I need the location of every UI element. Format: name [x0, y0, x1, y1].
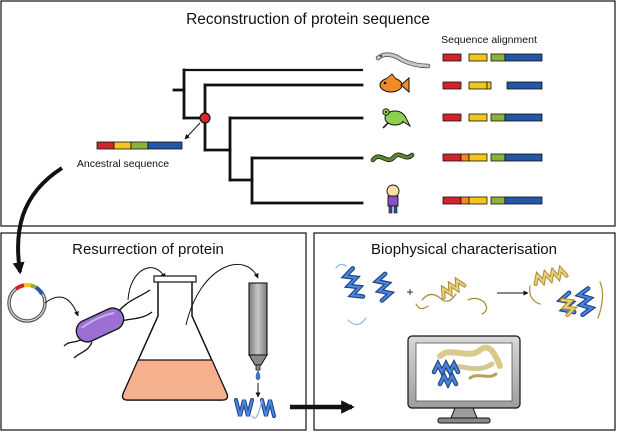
- blue-protein-icon: [335, 263, 396, 326]
- bottom-left-frame: [0, 232, 307, 431]
- simulation-structure-icon: [431, 344, 503, 390]
- plus-sign: +: [406, 285, 413, 299]
- top-panel-frame: [0, 0, 616, 227]
- flow-arrow-to-resurrection: [12, 166, 64, 275]
- bottom-right-panel: Biophysical characterisation +: [313, 232, 616, 431]
- arrow-flask-to-column: [185, 263, 259, 326]
- alignment-row-3: [442, 113, 543, 122]
- frog-icon: [382, 108, 412, 129]
- snake-icon: [370, 152, 415, 163]
- arrow-plasmid-to-bacterium: [44, 296, 79, 317]
- bottom-right-frame: [313, 232, 616, 431]
- chromatography-column-icon: [248, 282, 268, 381]
- alignment-row-4: [442, 153, 543, 162]
- ancestral-node: [199, 112, 211, 124]
- fish-icon: [379, 73, 410, 94]
- sequence-alignment-label: Sequence alignment: [441, 34, 537, 46]
- top-panel-title: Reconstruction of protein sequence: [186, 11, 430, 28]
- biophysical-title: Biophysical characterisation: [371, 241, 557, 258]
- alignment-row-1: [442, 53, 543, 62]
- computer-monitor-icon: [407, 335, 521, 424]
- arrow-bacterium-to-flask: [127, 267, 166, 301]
- eel-icon: [375, 52, 431, 69]
- top-panel: Reconstruction of protein sequence Seque…: [0, 0, 616, 227]
- alignment-row-5: [442, 196, 543, 205]
- purified-protein-icon: [234, 398, 276, 419]
- ancestral-sequence-label: Ancestral sequence: [77, 158, 169, 170]
- alignment-row-2: [442, 81, 543, 90]
- node-pointer-arrow: [184, 122, 201, 140]
- erlenmeyer-flask-icon: [121, 275, 229, 401]
- resurrection-title: Resurrection of protein: [72, 241, 224, 258]
- protein-complex-icon: [529, 264, 604, 319]
- phylogenetic-tree: [172, 68, 364, 205]
- human-icon: [386, 184, 400, 214]
- bacterium-icon: [63, 289, 153, 359]
- yellow-protein-icon: [415, 276, 488, 315]
- bottom-left-panel: Resurrection of protein: [0, 232, 307, 431]
- ancestral-sequence-bar: [96, 141, 183, 150]
- plasmid-icon: [7, 283, 47, 323]
